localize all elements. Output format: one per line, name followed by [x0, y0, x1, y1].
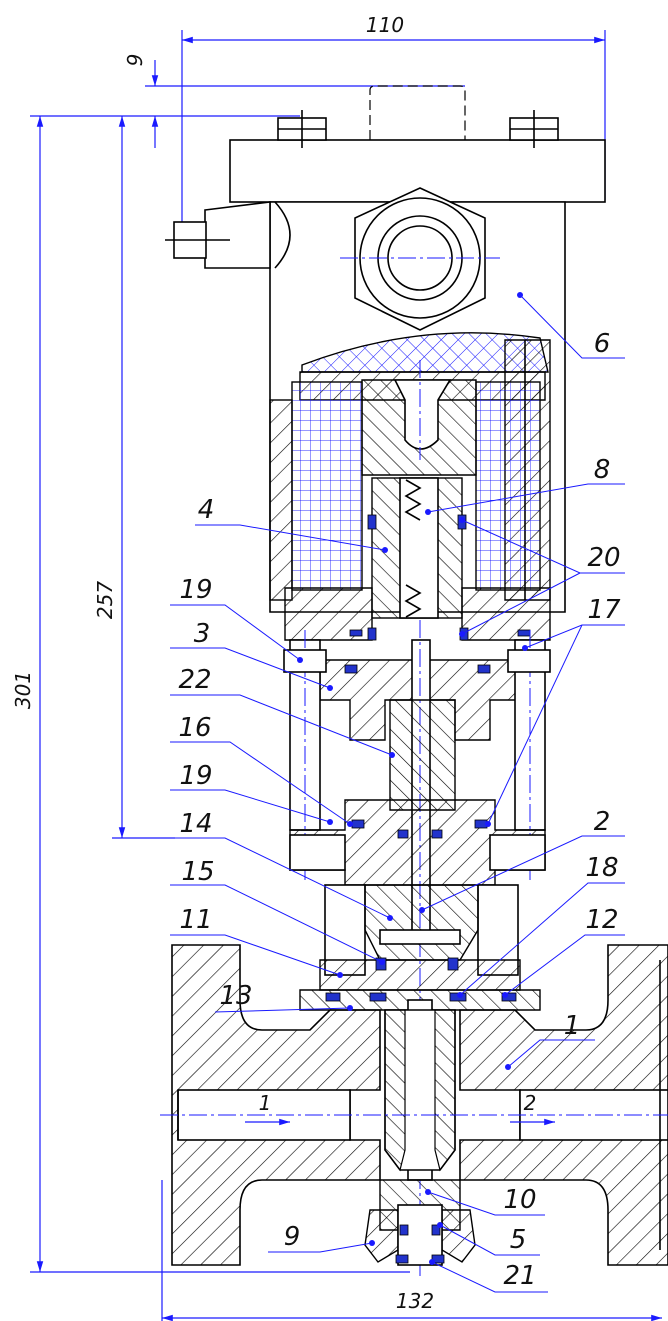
callout-2: 2 [419, 807, 625, 913]
dimension-301: 301 [11, 115, 410, 1273]
top-bolt-right [509, 110, 559, 148]
flow-arrow-out: 2 [510, 1091, 555, 1126]
svg-text:3: 3 [194, 619, 211, 649]
svg-text:20: 20 [587, 543, 620, 573]
callout-15: 15 [170, 857, 385, 965]
svg-text:14: 14 [179, 809, 212, 839]
callout-5: 5 [437, 1222, 540, 1256]
dimension-110-label: 110 [366, 13, 404, 37]
flow-label-in: 1 [259, 1091, 272, 1115]
callout-10: 10 [425, 1185, 545, 1216]
callout-8: 8 [425, 455, 625, 515]
callout-16: 16 [170, 713, 353, 827]
bonnet-assembly [283, 620, 551, 1280]
dimension-257-label: 257 [93, 581, 117, 619]
dimension-132-label: 132 [396, 1289, 434, 1313]
callout-1: 1 [505, 1011, 595, 1070]
cable-gland-nut [340, 187, 500, 331]
flow-arrow-in: 1 [245, 1091, 290, 1126]
flow-label-out: 2 [524, 1091, 537, 1115]
callout-19-upper: 19 [170, 575, 303, 663]
callout-12: 12 [502, 905, 625, 998]
actuator-housing [165, 85, 606, 641]
callout-19-lower: 19 [170, 761, 333, 825]
callout-3: 3 [170, 619, 333, 691]
callout-4: 4 [195, 495, 388, 553]
dimension-132: 132 [161, 1180, 662, 1321]
svg-text:12: 12 [585, 905, 618, 935]
svg-text:15: 15 [181, 857, 214, 887]
callout-13: 13 [214, 981, 353, 1013]
svg-text:11: 11 [179, 905, 212, 935]
callout-21: 21 [429, 1259, 548, 1293]
svg-text:21: 21 [503, 1261, 536, 1291]
svg-text:1: 1 [564, 1011, 581, 1041]
svg-text:9: 9 [284, 1222, 301, 1252]
dimension-301-label: 301 [11, 671, 35, 709]
callout-6: 6 [517, 292, 625, 359]
svg-text:2: 2 [594, 807, 611, 837]
svg-text:8: 8 [594, 455, 611, 485]
valve-body [171, 944, 668, 1266]
svg-text:16: 16 [178, 713, 211, 743]
svg-text:19: 19 [179, 761, 212, 791]
neck-assembly [299, 884, 541, 1181]
dimension-110: 110 [181, 13, 606, 222]
top-bolt-left [277, 110, 327, 148]
svg-text:6: 6 [594, 329, 611, 359]
dimension-9-label: 9 [123, 54, 147, 67]
svg-text:10: 10 [503, 1185, 536, 1215]
callout-20: 20 [459, 517, 625, 637]
svg-text:5: 5 [510, 1225, 527, 1255]
callout-11: 11 [170, 905, 343, 978]
svg-text:18: 18 [585, 853, 618, 883]
callout-22: 22 [170, 665, 395, 758]
callout-9: 9 [268, 1222, 375, 1253]
svg-text:19: 19 [179, 575, 212, 605]
svg-text:17: 17 [587, 595, 621, 625]
callout-17: 17 [485, 595, 625, 827]
dimension-257: 257 [93, 116, 175, 839]
svg-text:13: 13 [219, 981, 252, 1011]
svg-text:4: 4 [198, 495, 215, 525]
svg-text:22: 22 [178, 665, 211, 695]
callout-18: 18 [457, 853, 625, 998]
callout-14: 14 [170, 809, 393, 921]
